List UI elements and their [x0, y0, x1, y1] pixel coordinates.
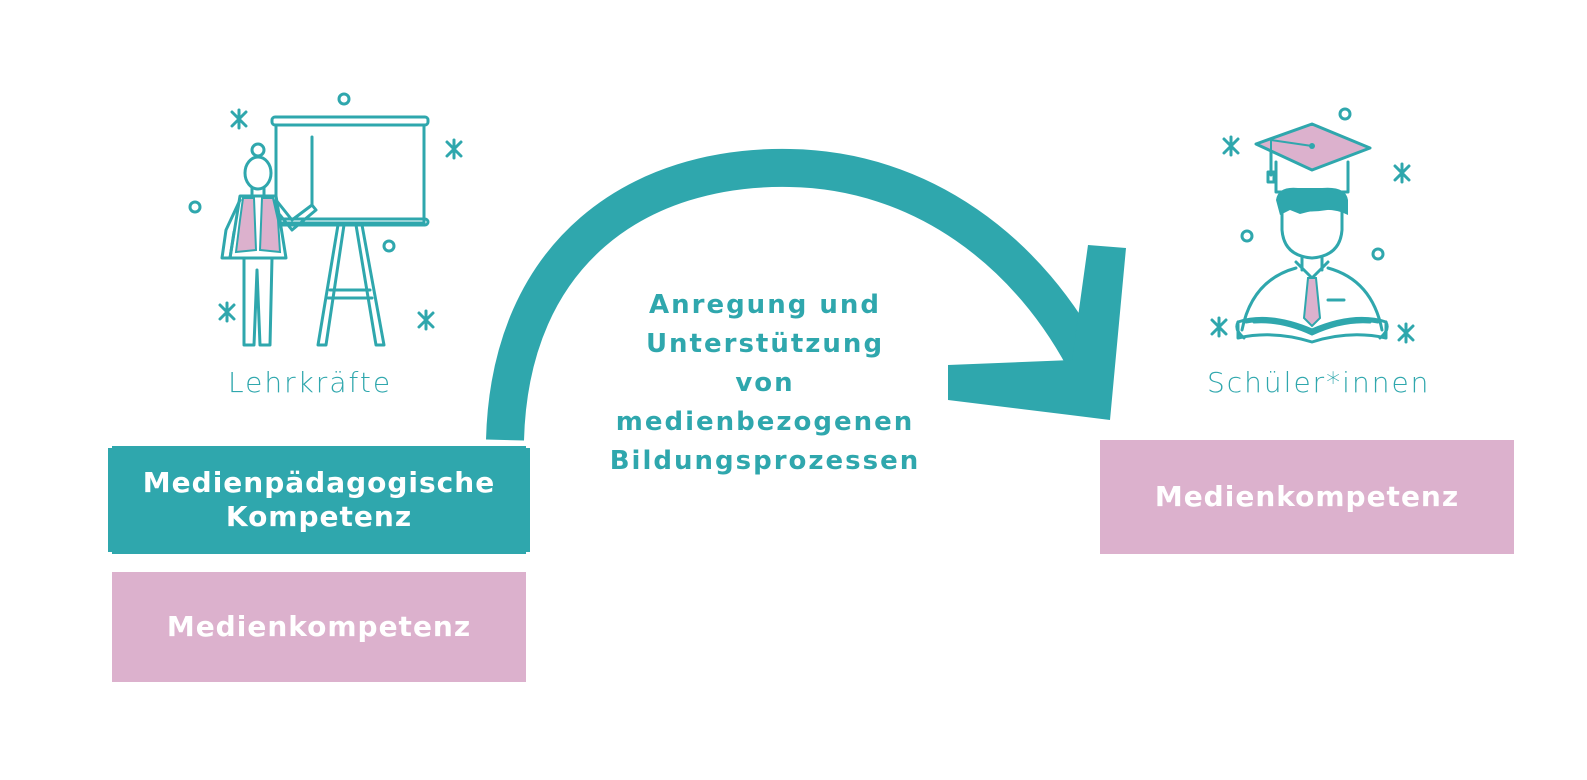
- student-media-competence-box: Medienkompetenz: [1100, 440, 1514, 554]
- arrow-label-line-3: von: [735, 368, 795, 398]
- teacher-media-competence-label: Medienkompetenz: [166, 610, 472, 643]
- teacher-caption: Lehrkräfte: [228, 366, 393, 399]
- media-pedagogical-competence-label: Medienpädagogische Kompetenz: [142, 466, 496, 533]
- student-caption: Schüler*innen: [1207, 366, 1431, 399]
- arrow-label-line-4: medienbezogenen: [615, 407, 915, 437]
- arrow-label-line-2: Unterstützung: [645, 329, 885, 359]
- arrow-label-line-5: Bildungsprozessen: [609, 446, 921, 476]
- arrow-label-line-1: Anregung und: [648, 290, 881, 320]
- student-media-competence-label: Medienkompetenz: [1154, 480, 1460, 513]
- media-pedagogical-competence-box: Medienpädagogische Kompetenz: [112, 446, 526, 554]
- teacher-media-competence-box: Medienkompetenz: [112, 572, 526, 682]
- arrow-label: Anregung und Unterstützung von medienbez…: [600, 286, 930, 481]
